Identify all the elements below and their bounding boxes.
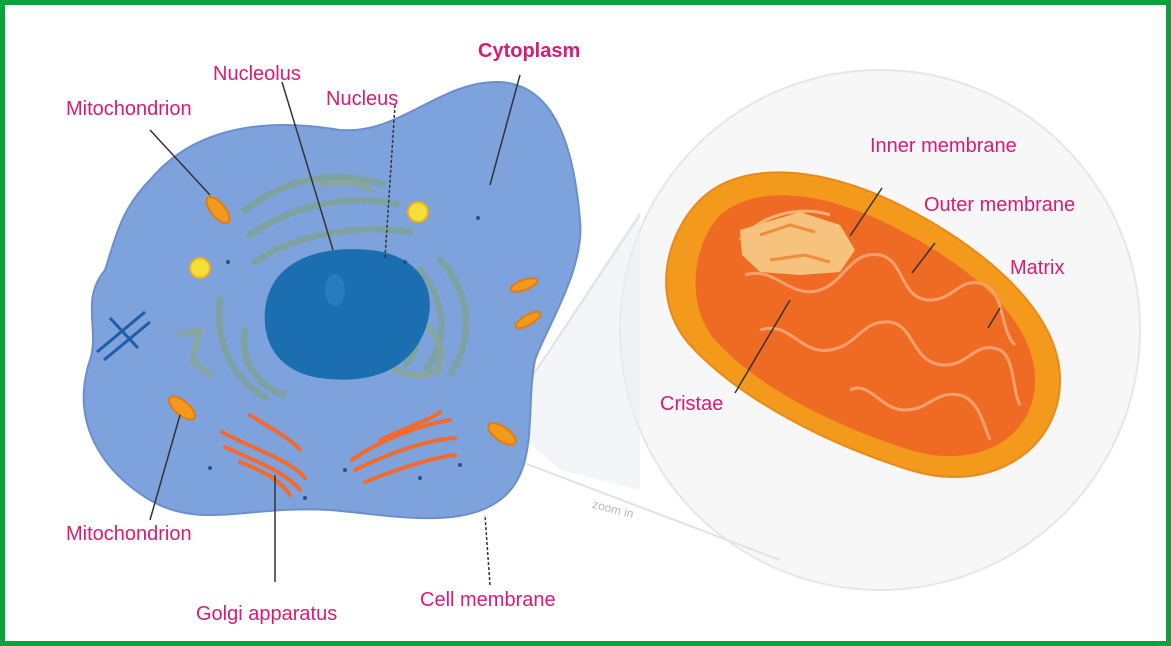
cytoplasm-label: Cytoplasm: [478, 41, 580, 61]
mitochondrion-top-label: Mitochondrion: [66, 99, 192, 119]
matrix-label: Matrix: [1010, 258, 1064, 278]
outer-membrane-label: Outer membrane: [924, 195, 1075, 215]
golgi-label: Golgi apparatus: [196, 604, 337, 624]
nucleolus-label: Nucleolus: [213, 64, 301, 84]
inner-membrane-label: Inner membrane: [870, 136, 1017, 156]
cell-membrane-label: Cell membrane: [420, 590, 556, 610]
cristae-label: Cristae: [660, 394, 723, 414]
mitochondrion-bottom-label: Mitochondrion: [66, 524, 192, 544]
nucleus-label: Nucleus: [326, 89, 398, 109]
